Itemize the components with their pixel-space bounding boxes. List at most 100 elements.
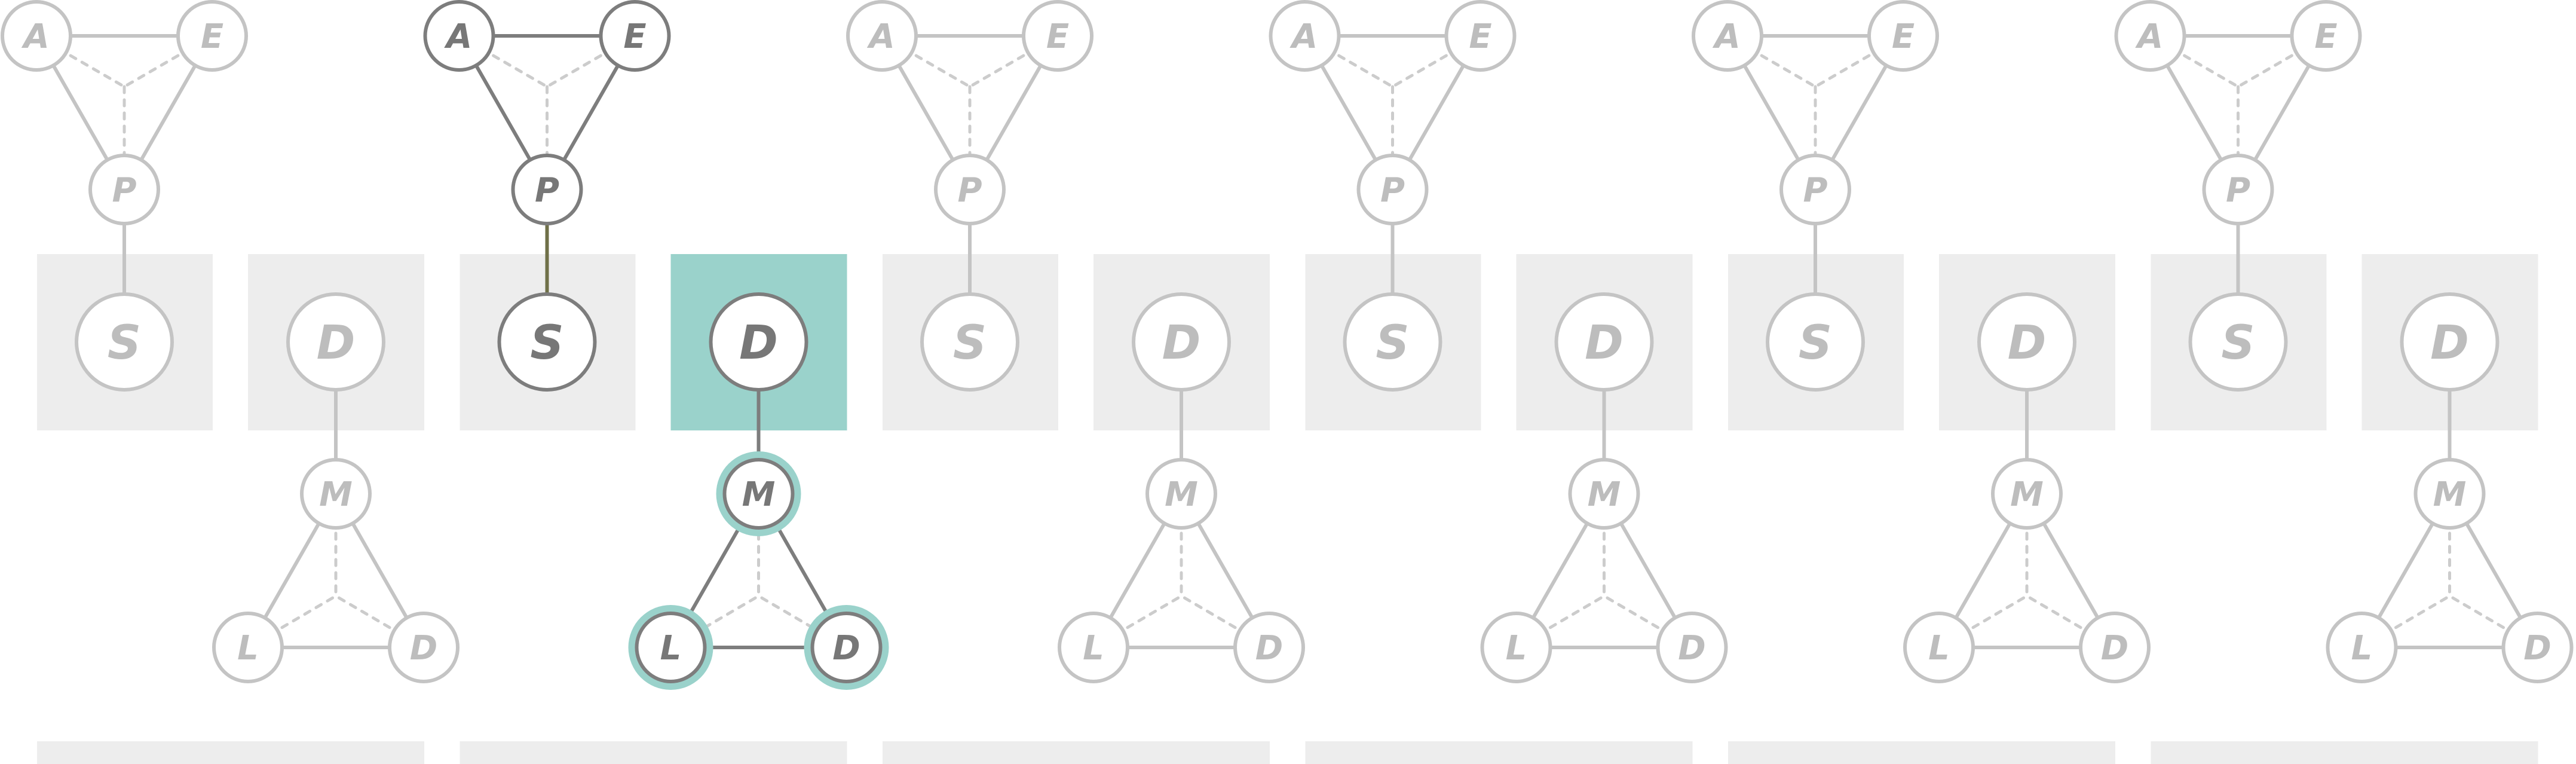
node-l: L (1058, 612, 1129, 683)
node-l: L (628, 605, 713, 690)
node-e-circle (176, 0, 248, 72)
node-d-bottom: D (2079, 612, 2151, 683)
node-l-label: L (237, 629, 259, 668)
bottom-bar (2151, 741, 2538, 764)
node-p-label: P (1803, 171, 1827, 210)
node-m: M (1145, 458, 1217, 530)
node-l-circle (1903, 612, 1975, 683)
node-l-circle (212, 612, 284, 683)
node-a-label: A (21, 17, 49, 56)
node-p: P (511, 154, 583, 225)
node-e-label: E (623, 17, 646, 56)
bottom-bar (37, 741, 424, 764)
node-d-bottom: D (388, 612, 460, 683)
node-m-label: M (319, 475, 353, 514)
node-s-label: S (1376, 316, 1409, 370)
panel-5: A E P S D M L D (1692, 0, 2151, 764)
node-e-label: E (1892, 17, 1915, 56)
node-m: M (716, 451, 801, 536)
node-m-label: M (2433, 475, 2467, 514)
node-d-top-label: D (2430, 316, 2469, 370)
node-d-bottom-circle (2501, 612, 2574, 683)
node-p-circle (88, 154, 160, 225)
node-d-bottom-label: D (1678, 629, 1705, 668)
bottom-bar (883, 741, 1270, 764)
node-p-circle (1356, 154, 1429, 225)
node-p: P (1779, 154, 1851, 225)
node-s-circle (1343, 292, 1442, 392)
node-d-top-label: D (739, 316, 778, 370)
node-d-bottom-circle (2079, 612, 2151, 683)
node-a: A (1692, 0, 1763, 72)
node-e: E (1022, 0, 1094, 72)
node-s-circle (497, 292, 597, 392)
node-e: E (176, 0, 248, 72)
node-l-label: L (1506, 629, 1527, 668)
node-s: S (1766, 292, 1865, 392)
node-d-top-circle (286, 292, 385, 392)
node-a-label: A (1289, 17, 1318, 56)
node-d-bottom: D (1656, 612, 1728, 683)
node-e-label: E (201, 17, 223, 56)
node-p: P (1356, 154, 1429, 225)
node-d-top: D (1554, 292, 1654, 392)
node-m-label: M (2010, 475, 2044, 514)
node-a-circle (846, 0, 918, 72)
node-l: L (1903, 612, 1975, 683)
node-d-bottom-circle (1233, 612, 1305, 683)
node-p: P (934, 154, 1006, 225)
node-d-top-label: D (2008, 316, 2047, 370)
node-m-circle (300, 458, 372, 530)
bottom-bar (1728, 741, 2115, 764)
node-e-circle (1444, 0, 1517, 72)
node-l: L (2326, 612, 2398, 683)
node-p-circle (2202, 154, 2274, 225)
node-l: L (1480, 612, 1552, 683)
node-d-bottom-label: D (410, 629, 437, 668)
node-e-circle (599, 0, 671, 72)
node-m-label: M (1165, 475, 1198, 514)
node-s-label: S (108, 316, 141, 370)
node-d-top-circle (1132, 292, 1231, 392)
node-e: E (2290, 0, 2362, 72)
node-m: M (1568, 458, 1640, 530)
node-s-circle (75, 292, 174, 392)
node-e-circle (2290, 0, 2362, 72)
node-a-circle (1269, 0, 1341, 72)
node-m-circle (1568, 458, 1640, 530)
node-a: A (1269, 0, 1341, 72)
node-l-circle (2326, 612, 2398, 683)
node-p: P (88, 154, 160, 225)
node-s-circle (920, 292, 1019, 392)
node-d-top-circle (709, 292, 808, 392)
panel-2: A E PS D M L D (423, 0, 889, 764)
node-m: M (2413, 458, 2486, 530)
node-s-circle (1766, 292, 1865, 392)
node-l-label: L (660, 629, 682, 668)
node-l-circle (1480, 612, 1552, 683)
bottom-bar (460, 741, 847, 764)
node-l-circle (1058, 612, 1129, 683)
node-s-circle (2188, 292, 2288, 392)
node-a-label: A (444, 17, 472, 56)
node-d-bottom-label: D (2523, 629, 2551, 668)
node-l-label: L (2351, 629, 2373, 668)
node-e-label: E (1469, 17, 1491, 56)
node-s: S (920, 292, 1019, 392)
node-d-top: D (1977, 292, 2076, 392)
node-d-top: D (1132, 292, 1231, 392)
node-e-circle (1022, 0, 1094, 72)
node-a-label: A (2135, 17, 2163, 56)
node-d-bottom: D (1233, 612, 1305, 683)
node-s: S (497, 292, 597, 392)
node-a-circle (2114, 0, 2186, 72)
node-d-bottom-label: D (832, 629, 860, 668)
node-l-label: L (1928, 629, 1950, 668)
node-d-top: D (709, 292, 808, 392)
node-s-label: S (2221, 316, 2255, 370)
node-a-circle (1, 0, 72, 72)
bottom-bar (1305, 741, 1693, 764)
node-a-label: A (866, 17, 895, 56)
